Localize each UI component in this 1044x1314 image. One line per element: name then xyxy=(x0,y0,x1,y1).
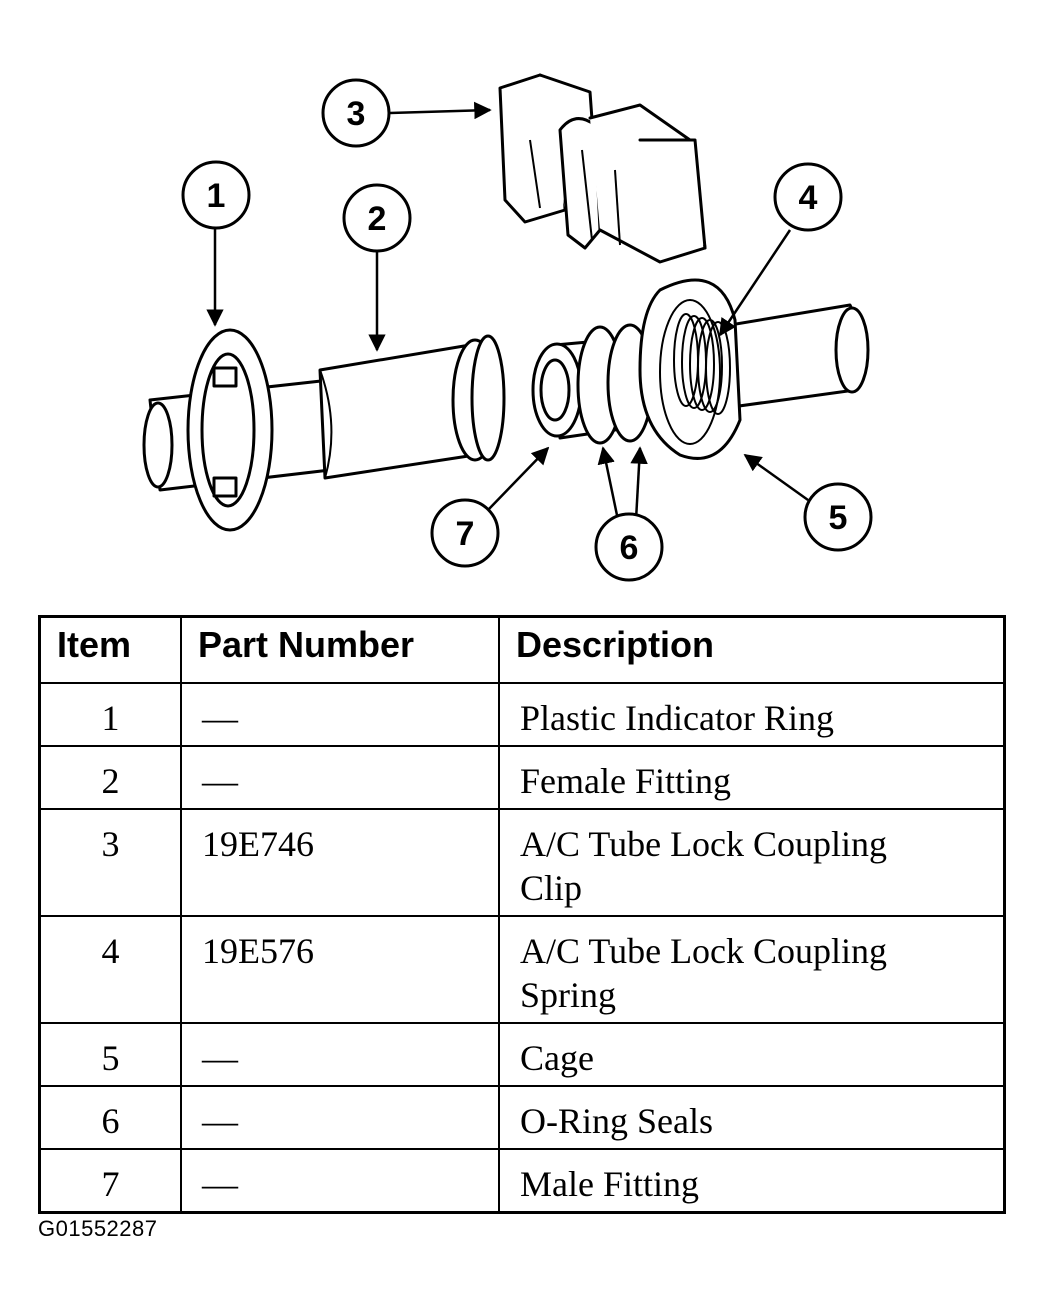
table-row: 4 19E576 A/C Tube Lock Coupling Spring xyxy=(38,915,1006,1024)
cell-part-number: — xyxy=(180,1022,500,1087)
cell-item: 3 xyxy=(38,808,182,917)
cell-description: A/C Tube Lock Coupling Spring xyxy=(498,915,1006,1024)
cell-item: 1 xyxy=(38,682,182,747)
cell-part-number: 19E576 xyxy=(180,915,500,1024)
table-row: 5 — Cage xyxy=(38,1022,1006,1087)
callout-4: 4 xyxy=(773,162,843,232)
exploded-view-diagram: 1 2 3 4 5 6 7 xyxy=(142,73,873,582)
header-description: Description xyxy=(498,615,1006,684)
cell-item: 6 xyxy=(38,1085,182,1150)
parts-table: Item Part Number Description 1 — Plastic… xyxy=(38,615,1006,1214)
cell-item: 2 xyxy=(38,745,182,810)
cell-item: 4 xyxy=(38,915,182,1024)
header-part-number: Part Number xyxy=(180,615,500,684)
table-row: 2 — Female Fitting xyxy=(38,745,1006,810)
callout-7-label: 7 xyxy=(456,515,475,553)
table-row: 6 — O-Ring Seals xyxy=(38,1085,1006,1150)
cell-description: Plastic Indicator Ring xyxy=(498,682,1006,747)
header-item: Item xyxy=(38,615,182,684)
plastic-indicator-ring-part xyxy=(186,328,274,532)
callout-2-label: 2 xyxy=(368,200,387,238)
table-row: 7 — Male Fitting xyxy=(38,1148,1006,1214)
coupling-clip-part xyxy=(498,73,707,264)
cell-item: 7 xyxy=(38,1148,182,1214)
callout-5-label: 5 xyxy=(829,499,848,537)
leader-lines xyxy=(206,101,809,521)
cell-part-number: — xyxy=(180,682,500,747)
cell-part-number: — xyxy=(180,1085,500,1150)
callout-1-label: 1 xyxy=(207,177,226,215)
cell-part-number: — xyxy=(180,1148,500,1214)
cell-description: A/C Tube Lock Coupling Clip xyxy=(498,808,1006,917)
callout-4-label: 4 xyxy=(799,179,818,217)
coupling-spring-part xyxy=(673,313,731,415)
cell-description: Cage xyxy=(498,1022,1006,1087)
callout-1: 1 xyxy=(181,160,251,230)
cell-description: O-Ring Seals xyxy=(498,1085,1006,1150)
callout-2: 2 xyxy=(342,183,412,253)
figure-id: G01552287 xyxy=(38,1216,158,1241)
cell-description: Male Fitting xyxy=(498,1148,1006,1214)
cell-part-number: 19E746 xyxy=(180,808,500,917)
cell-item: 5 xyxy=(38,1022,182,1087)
callout-3-label: 3 xyxy=(347,95,366,133)
callout-3: 3 xyxy=(321,78,391,148)
callout-6-label: 6 xyxy=(620,529,639,567)
cell-part-number: — xyxy=(180,745,500,810)
callout-6: 6 xyxy=(594,512,664,582)
table-row: 1 — Plastic Indicator Ring xyxy=(38,682,1006,747)
table-header-row: Item Part Number Description xyxy=(38,615,1006,684)
callout-5: 5 xyxy=(803,482,873,552)
cell-description: Female Fitting xyxy=(498,745,1006,810)
callout-7: 7 xyxy=(430,498,500,568)
table-row: 3 19E746 A/C Tube Lock Coupling Clip xyxy=(38,808,1006,917)
